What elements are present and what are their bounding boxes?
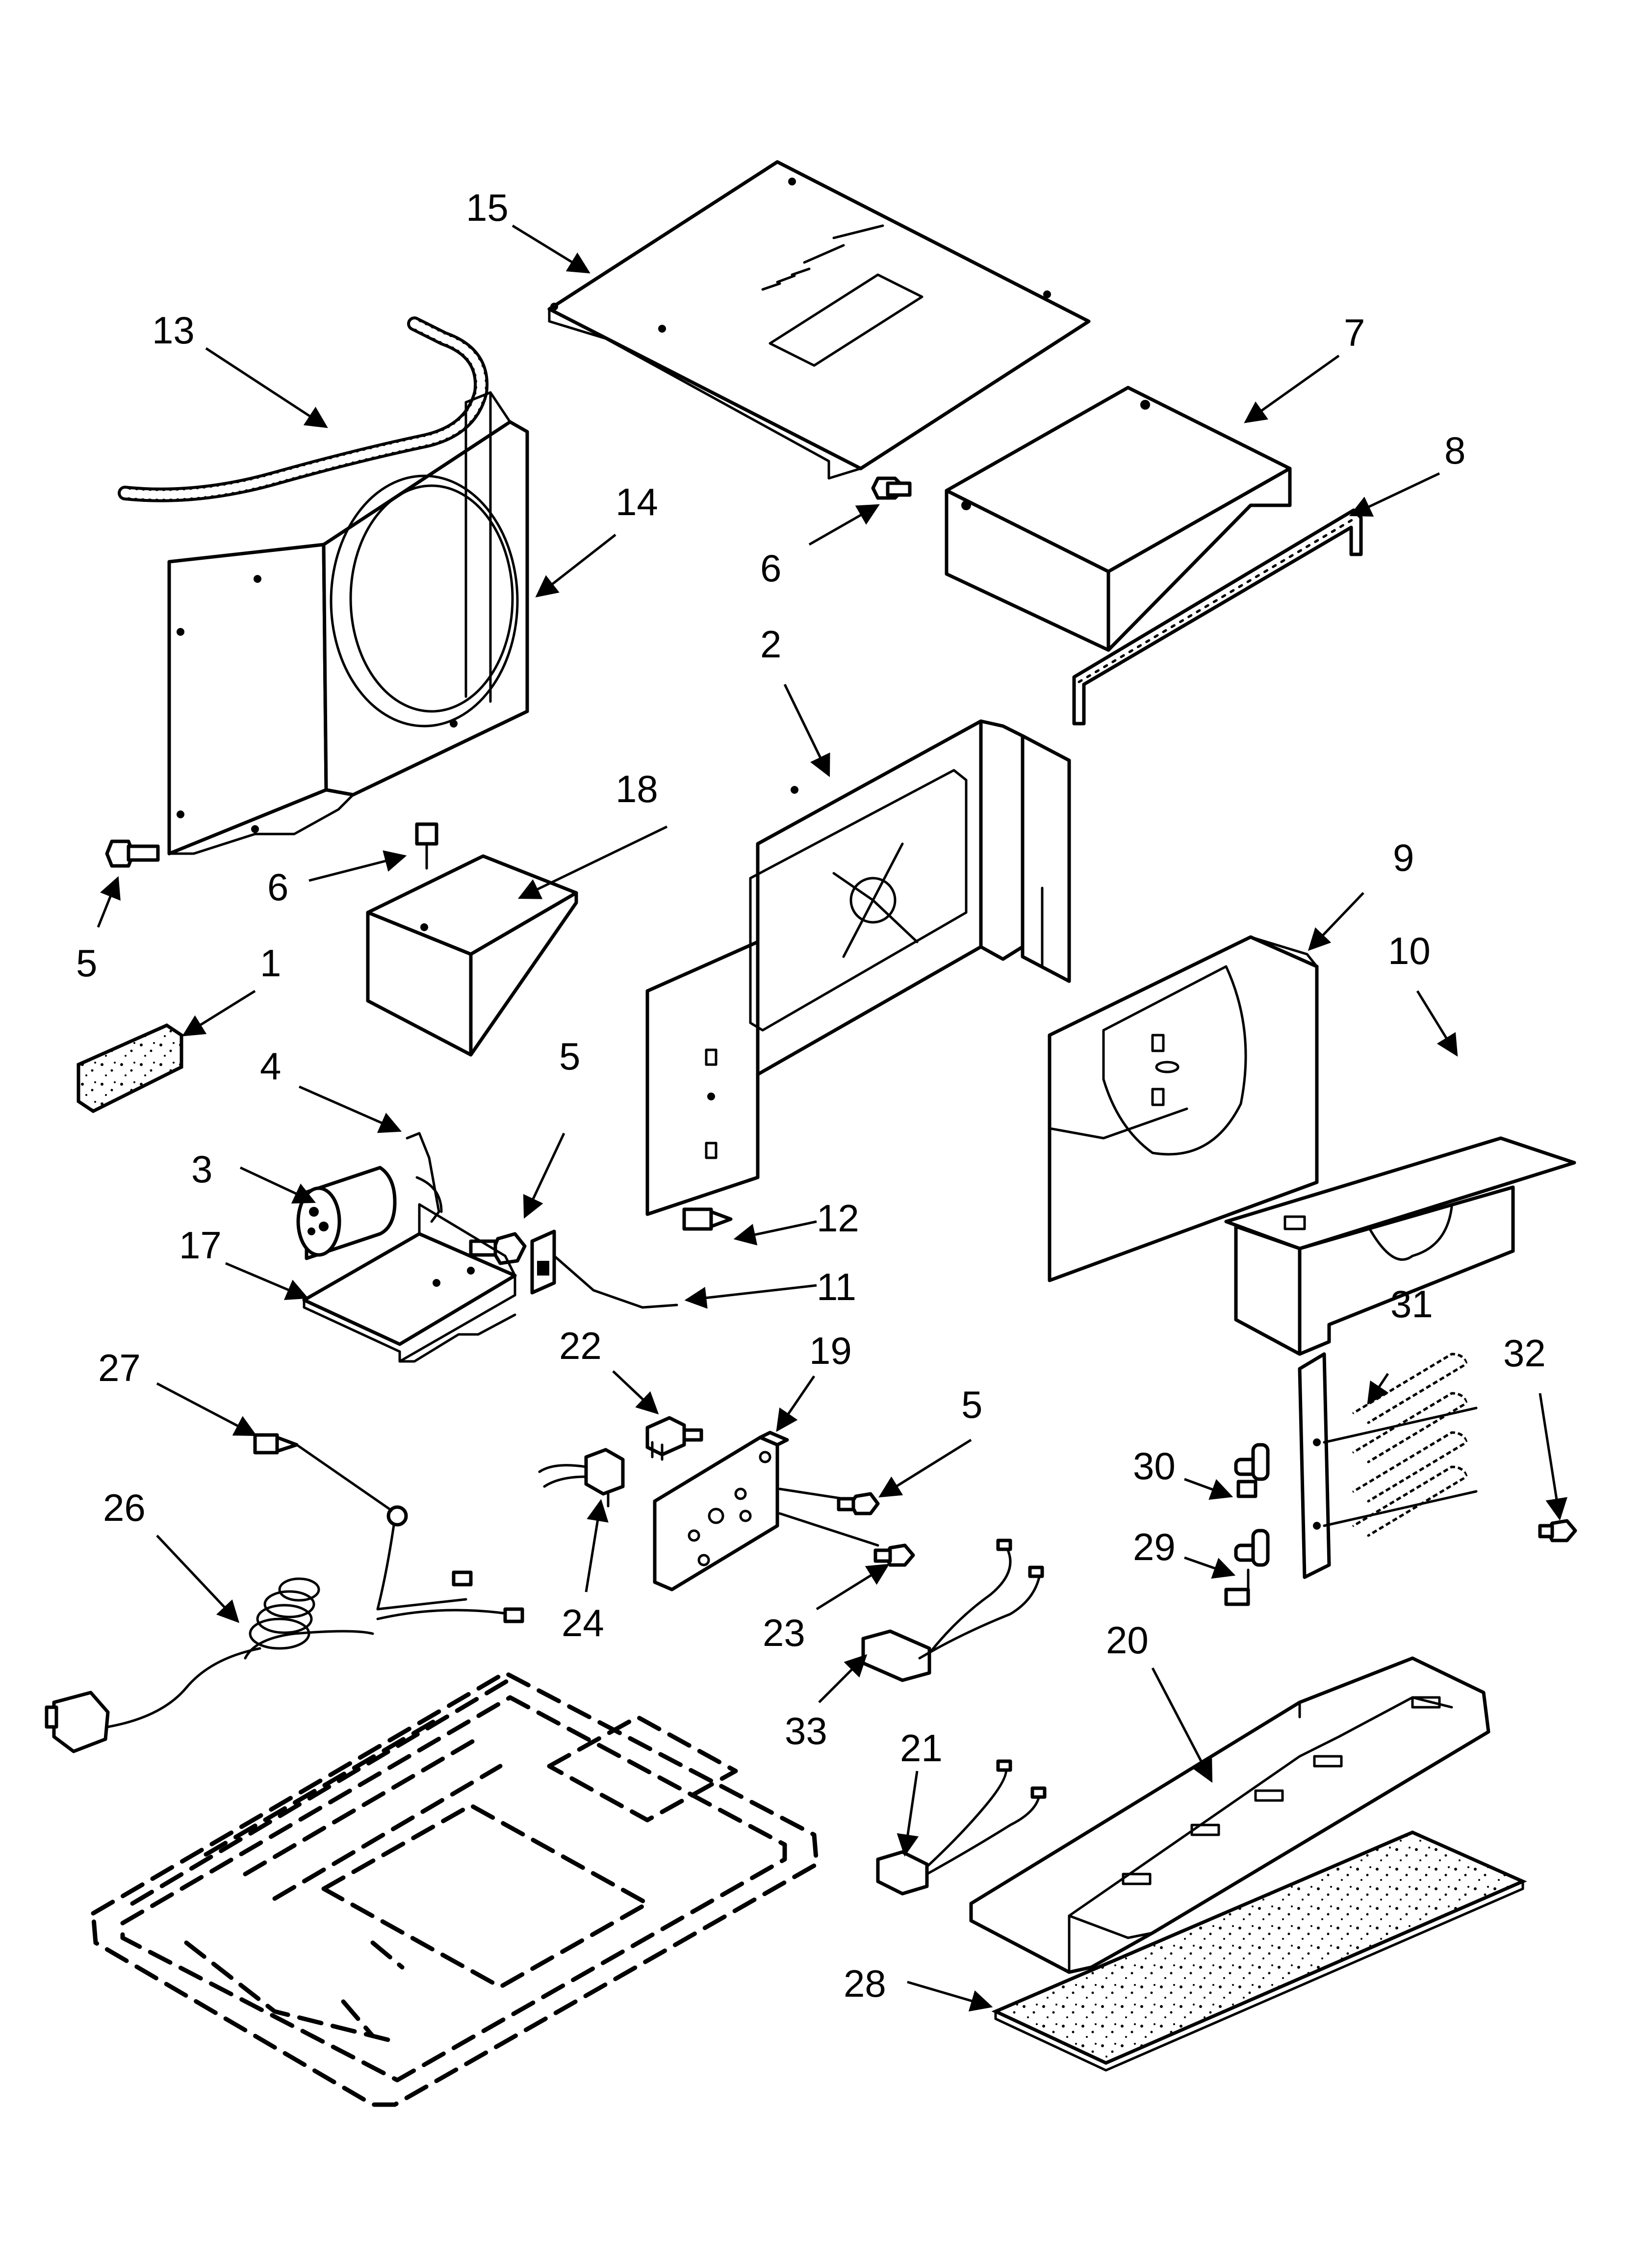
- callout-27: 27: [98, 1346, 141, 1389]
- part-28-filter-pad: [991, 1830, 1527, 2072]
- part-31-heater-coils: [1298, 1349, 1478, 1579]
- callout-19: 19: [809, 1329, 852, 1372]
- callout-23: 23: [763, 1611, 805, 1654]
- part-13-gasket: [118, 316, 488, 502]
- callout-21: 21: [900, 1726, 943, 1770]
- callout-28: 28: [844, 1962, 886, 2005]
- callout-3: 3: [191, 1147, 212, 1191]
- callout-17: 17: [179, 1224, 222, 1267]
- leader-arrows: [97, 224, 1567, 2012]
- screw-5-left: [105, 839, 160, 868]
- part-33-connector: [861, 1538, 1044, 1682]
- part-18-box: [366, 854, 578, 1057]
- callout-18: 18: [616, 767, 658, 810]
- part-23-screw: [873, 1543, 915, 1567]
- part-26-power-cord: [45, 1505, 524, 1753]
- screw-6-top: [871, 476, 912, 500]
- part-19-plate: [653, 1431, 879, 1591]
- part-2-partition: [645, 719, 1071, 1216]
- callout-5-right: 5: [961, 1383, 982, 1426]
- part-15-top-cover: [547, 160, 1091, 480]
- callout-29: 29: [1133, 1525, 1176, 1568]
- callout-10: 10: [1388, 929, 1431, 972]
- callout-14: 14: [616, 480, 658, 523]
- callout-6-top: 6: [760, 547, 781, 590]
- callout-12: 12: [817, 1197, 859, 1240]
- part-22-switch: [645, 1416, 703, 1461]
- part-20-drain-pan: [969, 1656, 1490, 1974]
- callout-13: 13: [152, 309, 195, 352]
- callout-4: 4: [260, 1044, 281, 1088]
- part-29-terminal: [1224, 1529, 1270, 1606]
- base-pan-outline: [91, 1670, 819, 2107]
- part-14-shroud: [167, 391, 529, 856]
- callout-5-capacitor: 5: [559, 1035, 580, 1078]
- callout-32: 32: [1503, 1331, 1546, 1375]
- callout-6-mid: 6: [267, 865, 288, 909]
- part-27-screw: [253, 1433, 299, 1455]
- screw-5-right: [837, 1492, 880, 1515]
- callout-26: 26: [103, 1486, 146, 1529]
- callout-11: 11: [817, 1265, 856, 1308]
- callout-2: 2: [760, 623, 781, 666]
- part-9-blower-housing: [1048, 935, 1319, 1282]
- callout-22: 22: [559, 1324, 602, 1367]
- callout-5-left: 5: [76, 941, 97, 985]
- callout-labels: 15 13 14 7 8 6 2 18 6 5 9 10 1 4 3 5 12 …: [76, 186, 1546, 2005]
- callout-33: 33: [785, 1709, 827, 1752]
- callout-9: 9: [1393, 836, 1414, 879]
- part-1-foam-block: [77, 1023, 183, 1114]
- part-3-capacitor: [296, 1166, 397, 1260]
- callout-20: 20: [1106, 1618, 1149, 1662]
- screw-6-mid: [415, 822, 438, 870]
- callout-15: 15: [466, 186, 509, 229]
- callout-7: 7: [1344, 311, 1365, 354]
- callout-24: 24: [562, 1601, 604, 1644]
- part-30-terminal: [1234, 1443, 1270, 1498]
- callout-30: 30: [1133, 1444, 1176, 1487]
- callout-31: 31: [1390, 1282, 1433, 1326]
- part-24-switch: [538, 1448, 625, 1508]
- callout-1: 1: [260, 941, 281, 985]
- part-11-bracket: [530, 1229, 678, 1309]
- part-12-screw: [682, 1207, 733, 1231]
- part-17-bracket: [302, 1203, 517, 1363]
- part-10-heater-duct: [1224, 1136, 1576, 1356]
- callout-8: 8: [1444, 429, 1465, 472]
- part-32-screw: [1538, 1519, 1577, 1542]
- part-7-cover: [945, 386, 1292, 652]
